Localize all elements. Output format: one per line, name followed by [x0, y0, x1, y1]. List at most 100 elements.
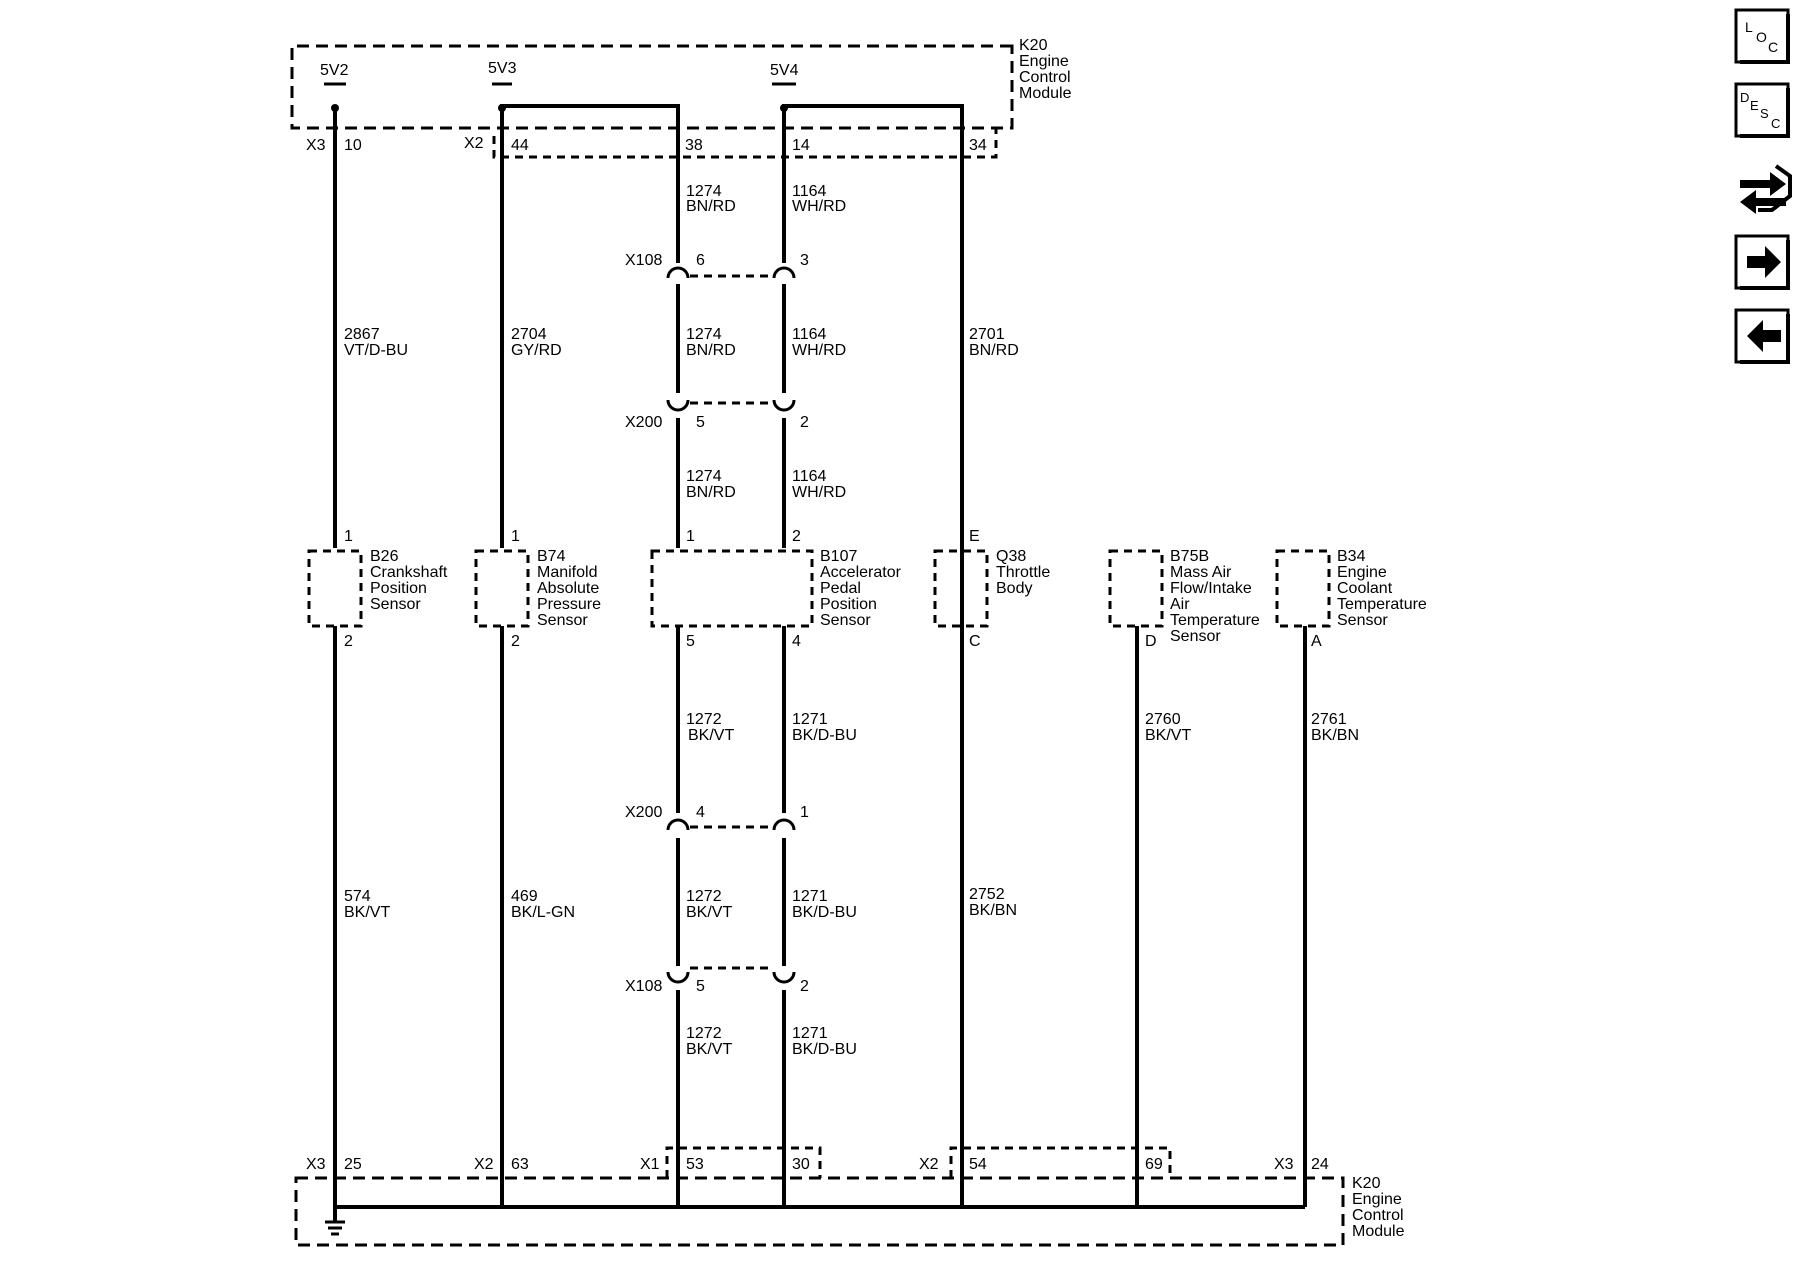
connector-id: X2 — [919, 1156, 939, 1173]
module-label: Control — [1352, 1207, 1404, 1224]
wire-color: BK/VT — [1145, 727, 1191, 744]
component-label: B26 — [370, 548, 399, 565]
circuit-number: 2760 — [1145, 711, 1181, 728]
component-label: Engine — [1337, 564, 1387, 581]
component-label: B107 — [820, 548, 857, 565]
inline-connector-x200-bottom: X200 4 1 — [625, 804, 809, 831]
desc-button[interactable]: D E S C — [1734, 82, 1790, 138]
circuit-number: 1274 — [686, 183, 722, 200]
component-label: B34 — [1337, 548, 1366, 565]
pin-number: 1 — [511, 528, 520, 545]
wire-color: WH/RD — [792, 342, 846, 359]
component-label: Pedal — [820, 580, 861, 597]
bottom-module: K20 Engine Control Module — [294, 1146, 1405, 1247]
component-label: Sensor — [820, 612, 871, 629]
svg-text:C: C — [1768, 39, 1778, 55]
connector-id: X2 — [474, 1156, 494, 1173]
connector-name: X200 — [625, 804, 662, 821]
component-label: Manifold — [537, 564, 597, 581]
top-pin-labels: X3 10 X2 44 38 14 34 — [306, 135, 987, 154]
wire-color: BN/RD — [686, 484, 736, 501]
circuit-number: 2701 — [969, 326, 1005, 343]
module-label: Module — [1019, 85, 1072, 102]
pin-number: 24 — [1311, 1156, 1329, 1173]
connector-id: X3 — [306, 137, 326, 154]
circuit-number: 2704 — [511, 326, 547, 343]
circuit-number: 1271 — [792, 1025, 828, 1042]
circuit-number: 1272 — [686, 711, 722, 728]
component-label: B75B — [1170, 548, 1209, 565]
wires — [333, 104, 1307, 1222]
component-b75b: D B75B Mass Air Flow/Intake Air Temperat… — [1108, 548, 1260, 650]
wire-color: BK/BN — [969, 902, 1017, 919]
arrow-left-icon[interactable] — [1734, 308, 1790, 364]
module-label: Module — [1352, 1223, 1405, 1240]
component-label: Position — [370, 580, 427, 597]
pin-number: 1 — [686, 528, 695, 545]
wire-color: BK/D-BU — [792, 904, 857, 921]
circuit-number: 2867 — [344, 326, 380, 343]
module-label: Engine — [1019, 53, 1069, 70]
svg-text:S: S — [1760, 106, 1769, 121]
connector-swap-icon[interactable] — [1740, 164, 1792, 214]
component-b26: 1 2 B26 Crankshaft Position Sensor — [307, 528, 448, 650]
pin-number: 54 — [969, 1156, 987, 1173]
pin-number: 25 — [344, 1156, 362, 1173]
component-label: Coolant — [1337, 580, 1393, 597]
pin-number: E — [969, 528, 980, 545]
connector-name: X108 — [625, 252, 662, 269]
pin-number: 2 — [511, 633, 520, 650]
component-b107: 1 2 5 4 B107 Accelerator Pedal Position … — [650, 528, 902, 650]
wire-color: WH/RD — [792, 198, 846, 215]
svg-text:E: E — [1750, 98, 1759, 113]
circuit-number: 1164 — [792, 468, 827, 485]
connector-name: X200 — [625, 414, 662, 431]
svg-text:D: D — [1740, 90, 1749, 105]
pin-number: 38 — [685, 137, 703, 154]
pin-number: 4 — [792, 633, 801, 650]
circuit-number: 574 — [344, 888, 371, 905]
pin-number: 53 — [686, 1156, 704, 1173]
wire-labels: 1274 BN/RD 1164 WH/RD 2867 VT/D-BU 2704 … — [344, 183, 1359, 1058]
wire-color: BK/L-GN — [511, 904, 575, 921]
wire-color: BK/D-BU — [792, 1041, 857, 1058]
arrow-right-icon[interactable] — [1734, 234, 1790, 290]
component-q38: E C Q38 Throttle Body — [933, 528, 1050, 650]
pin-number: 2 — [344, 633, 353, 650]
pin-number: 2 — [800, 978, 809, 995]
top-module: K20 Engine Control Module — [290, 37, 1072, 159]
wire-color: GY/RD — [511, 342, 562, 359]
pin-number: D — [1145, 633, 1157, 650]
bottom-pin-labels: X3 25 X2 63 X1 53 30 X2 54 69 X3 24 — [306, 1156, 1329, 1173]
pin-number: 44 — [511, 137, 529, 154]
svg-text:O: O — [1756, 29, 1767, 45]
wire-color: BK/VT — [344, 904, 390, 921]
component-label: Flow/Intake — [1170, 580, 1252, 597]
circuit-number: 2752 — [969, 886, 1005, 903]
component-label: Pressure — [537, 596, 601, 613]
wire-color: BK/VT — [686, 1041, 732, 1058]
pin-number: 3 — [800, 252, 809, 269]
connector-id: X2 — [464, 135, 484, 152]
connector-id: X3 — [1274, 1156, 1294, 1173]
pin-number: A — [1311, 633, 1322, 650]
circuit-number: 1271 — [792, 711, 828, 728]
loc-button[interactable]: L O C — [1734, 8, 1790, 64]
wire-color: BN/RD — [969, 342, 1019, 359]
pin-number: 2 — [800, 414, 809, 431]
wire-color: WH/RD — [792, 484, 846, 501]
component-b34: A B34 Engine Coolant Temperature Sensor — [1275, 548, 1427, 650]
component-label: Q38 — [996, 548, 1026, 565]
circuit-number: 1272 — [686, 1025, 722, 1042]
inline-connector-x108-top: X108 6 3 — [625, 252, 809, 279]
connector-id: X1 — [640, 1156, 660, 1173]
wire-color: VT/D-BU — [344, 342, 408, 359]
ground-icon — [325, 1220, 345, 1236]
component-label: Crankshaft — [370, 564, 448, 581]
wire-color: BK/BN — [1311, 727, 1359, 744]
pin-number: 5 — [686, 633, 695, 650]
pin-number: 5 — [696, 414, 705, 431]
pin-number: 4 — [696, 804, 705, 821]
component-label: Sensor — [1337, 612, 1388, 629]
wire-color: BN/RD — [686, 198, 736, 215]
